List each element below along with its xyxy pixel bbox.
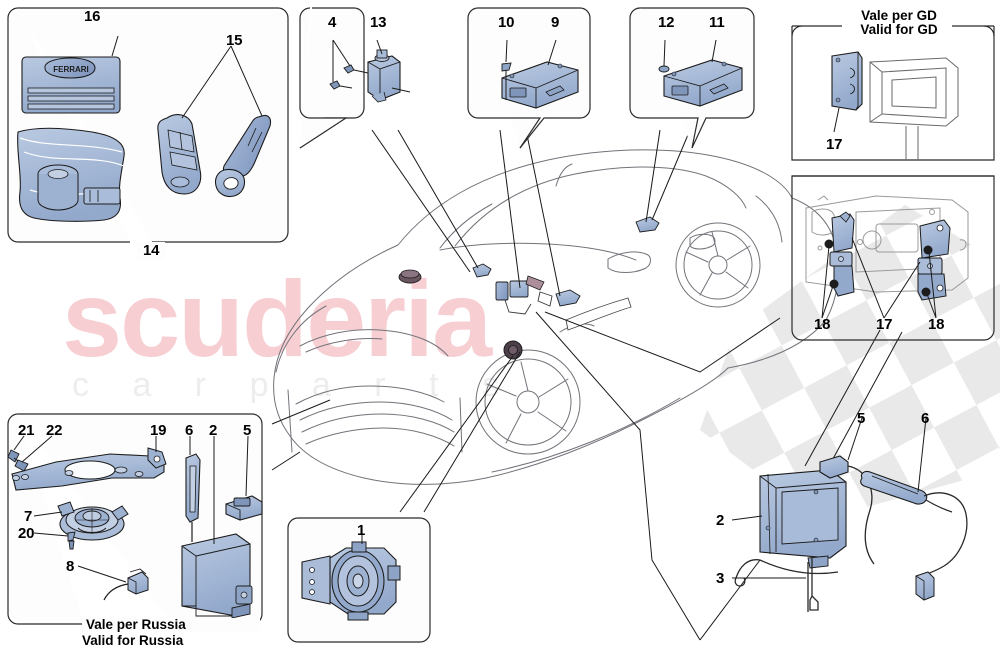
- panel-valid-gd: [791, 25, 995, 161]
- callout-8: 8: [66, 558, 75, 575]
- callout-17-gd: 17: [826, 136, 843, 153]
- callout-10: 10: [498, 14, 515, 31]
- part-15-key-fob: [157, 114, 202, 195]
- part-5-connector-russia: [225, 495, 263, 521]
- callout-14: 14: [137, 242, 166, 259]
- part-15-key-blade: [214, 114, 272, 198]
- callout-19: 19: [150, 422, 167, 439]
- russia-caption-en: Valid for Russia: [82, 633, 184, 648]
- part-2-telematics-unit: [759, 469, 847, 569]
- callout-1: 1: [357, 522, 366, 539]
- part-6-antenna-telematics: [860, 470, 968, 579]
- cable-end-connector: [915, 571, 935, 601]
- callout-3-telematics: 3: [716, 570, 725, 587]
- callout-6-russia: 6: [185, 422, 194, 439]
- callout-13: 13: [370, 14, 387, 31]
- part-7-siren: [57, 501, 129, 541]
- gd-caption-en: Valid for GD: [860, 22, 938, 37]
- watermark-carparts: c a r p a r t s: [72, 366, 516, 404]
- panel-tilt-sensor: [299, 7, 411, 149]
- part-13-module: [367, 49, 401, 103]
- part-9-control-unit: [501, 61, 579, 109]
- callout-18-left: 18: [814, 316, 831, 333]
- part-12-screw: [658, 65, 670, 73]
- russia-caption-it: Vale per Russia: [82, 618, 260, 632]
- callout-15: 15: [226, 32, 243, 49]
- car-mounted-parts: [398, 216, 660, 360]
- part-6-antenna-russia: [185, 453, 201, 542]
- callout-17-brackets: 17: [876, 316, 893, 333]
- panel-keys-toolkit: FERRARI: [7, 7, 289, 243]
- callout-5-russia: 5: [243, 422, 252, 439]
- part-16-card: FERRARI: [21, 35, 121, 114]
- callout-11: 11: [709, 14, 725, 31]
- part-10-screw: [501, 62, 512, 100]
- panel-siren: [287, 517, 431, 643]
- part-20-screw: [67, 531, 76, 550]
- part-22-screw: [14, 459, 29, 472]
- part-3-cable: [734, 556, 839, 612]
- panel-valid-russia: [7, 413, 263, 625]
- part-17-bracket-left: [824, 211, 855, 297]
- callout-12: 12: [658, 14, 675, 31]
- part-2-ecu-russia: [181, 533, 253, 619]
- gd-unit-outline: [869, 57, 959, 160]
- part-1-siren: [301, 541, 401, 621]
- part-14-toolkit: [17, 127, 125, 222]
- callout-16: 16: [84, 8, 101, 25]
- part-4-screws: [329, 64, 369, 90]
- callout-4: 4: [328, 14, 337, 31]
- callout-7: 7: [24, 508, 33, 525]
- callout-2-russia: 2: [209, 422, 218, 439]
- part-17-bracket-right: [917, 219, 951, 301]
- panel-control-unit-a: [467, 7, 591, 149]
- part-17-cover: [831, 51, 863, 133]
- fob-brand-text: FERRARI: [53, 65, 89, 74]
- callout-6-telematics: 6: [921, 410, 930, 427]
- callout-5-telematics: 5: [857, 410, 866, 427]
- panel-door-brackets: [791, 175, 995, 341]
- leader-lines: [271, 129, 903, 641]
- callout-18-right: 18: [928, 316, 945, 333]
- callout-20: 20: [18, 525, 35, 542]
- gd-caption-it: Vale per GD: [861, 8, 937, 23]
- callout-21: 21: [18, 422, 35, 439]
- callout-9: 9: [551, 14, 560, 31]
- telematics-group: [731, 417, 968, 612]
- callout-22: 22: [46, 422, 63, 439]
- callout-2-telematics: 2: [716, 512, 725, 529]
- part-8-connector: [103, 568, 149, 601]
- part-19-bracket: [11, 447, 167, 491]
- panel-control-unit-b: [629, 7, 755, 149]
